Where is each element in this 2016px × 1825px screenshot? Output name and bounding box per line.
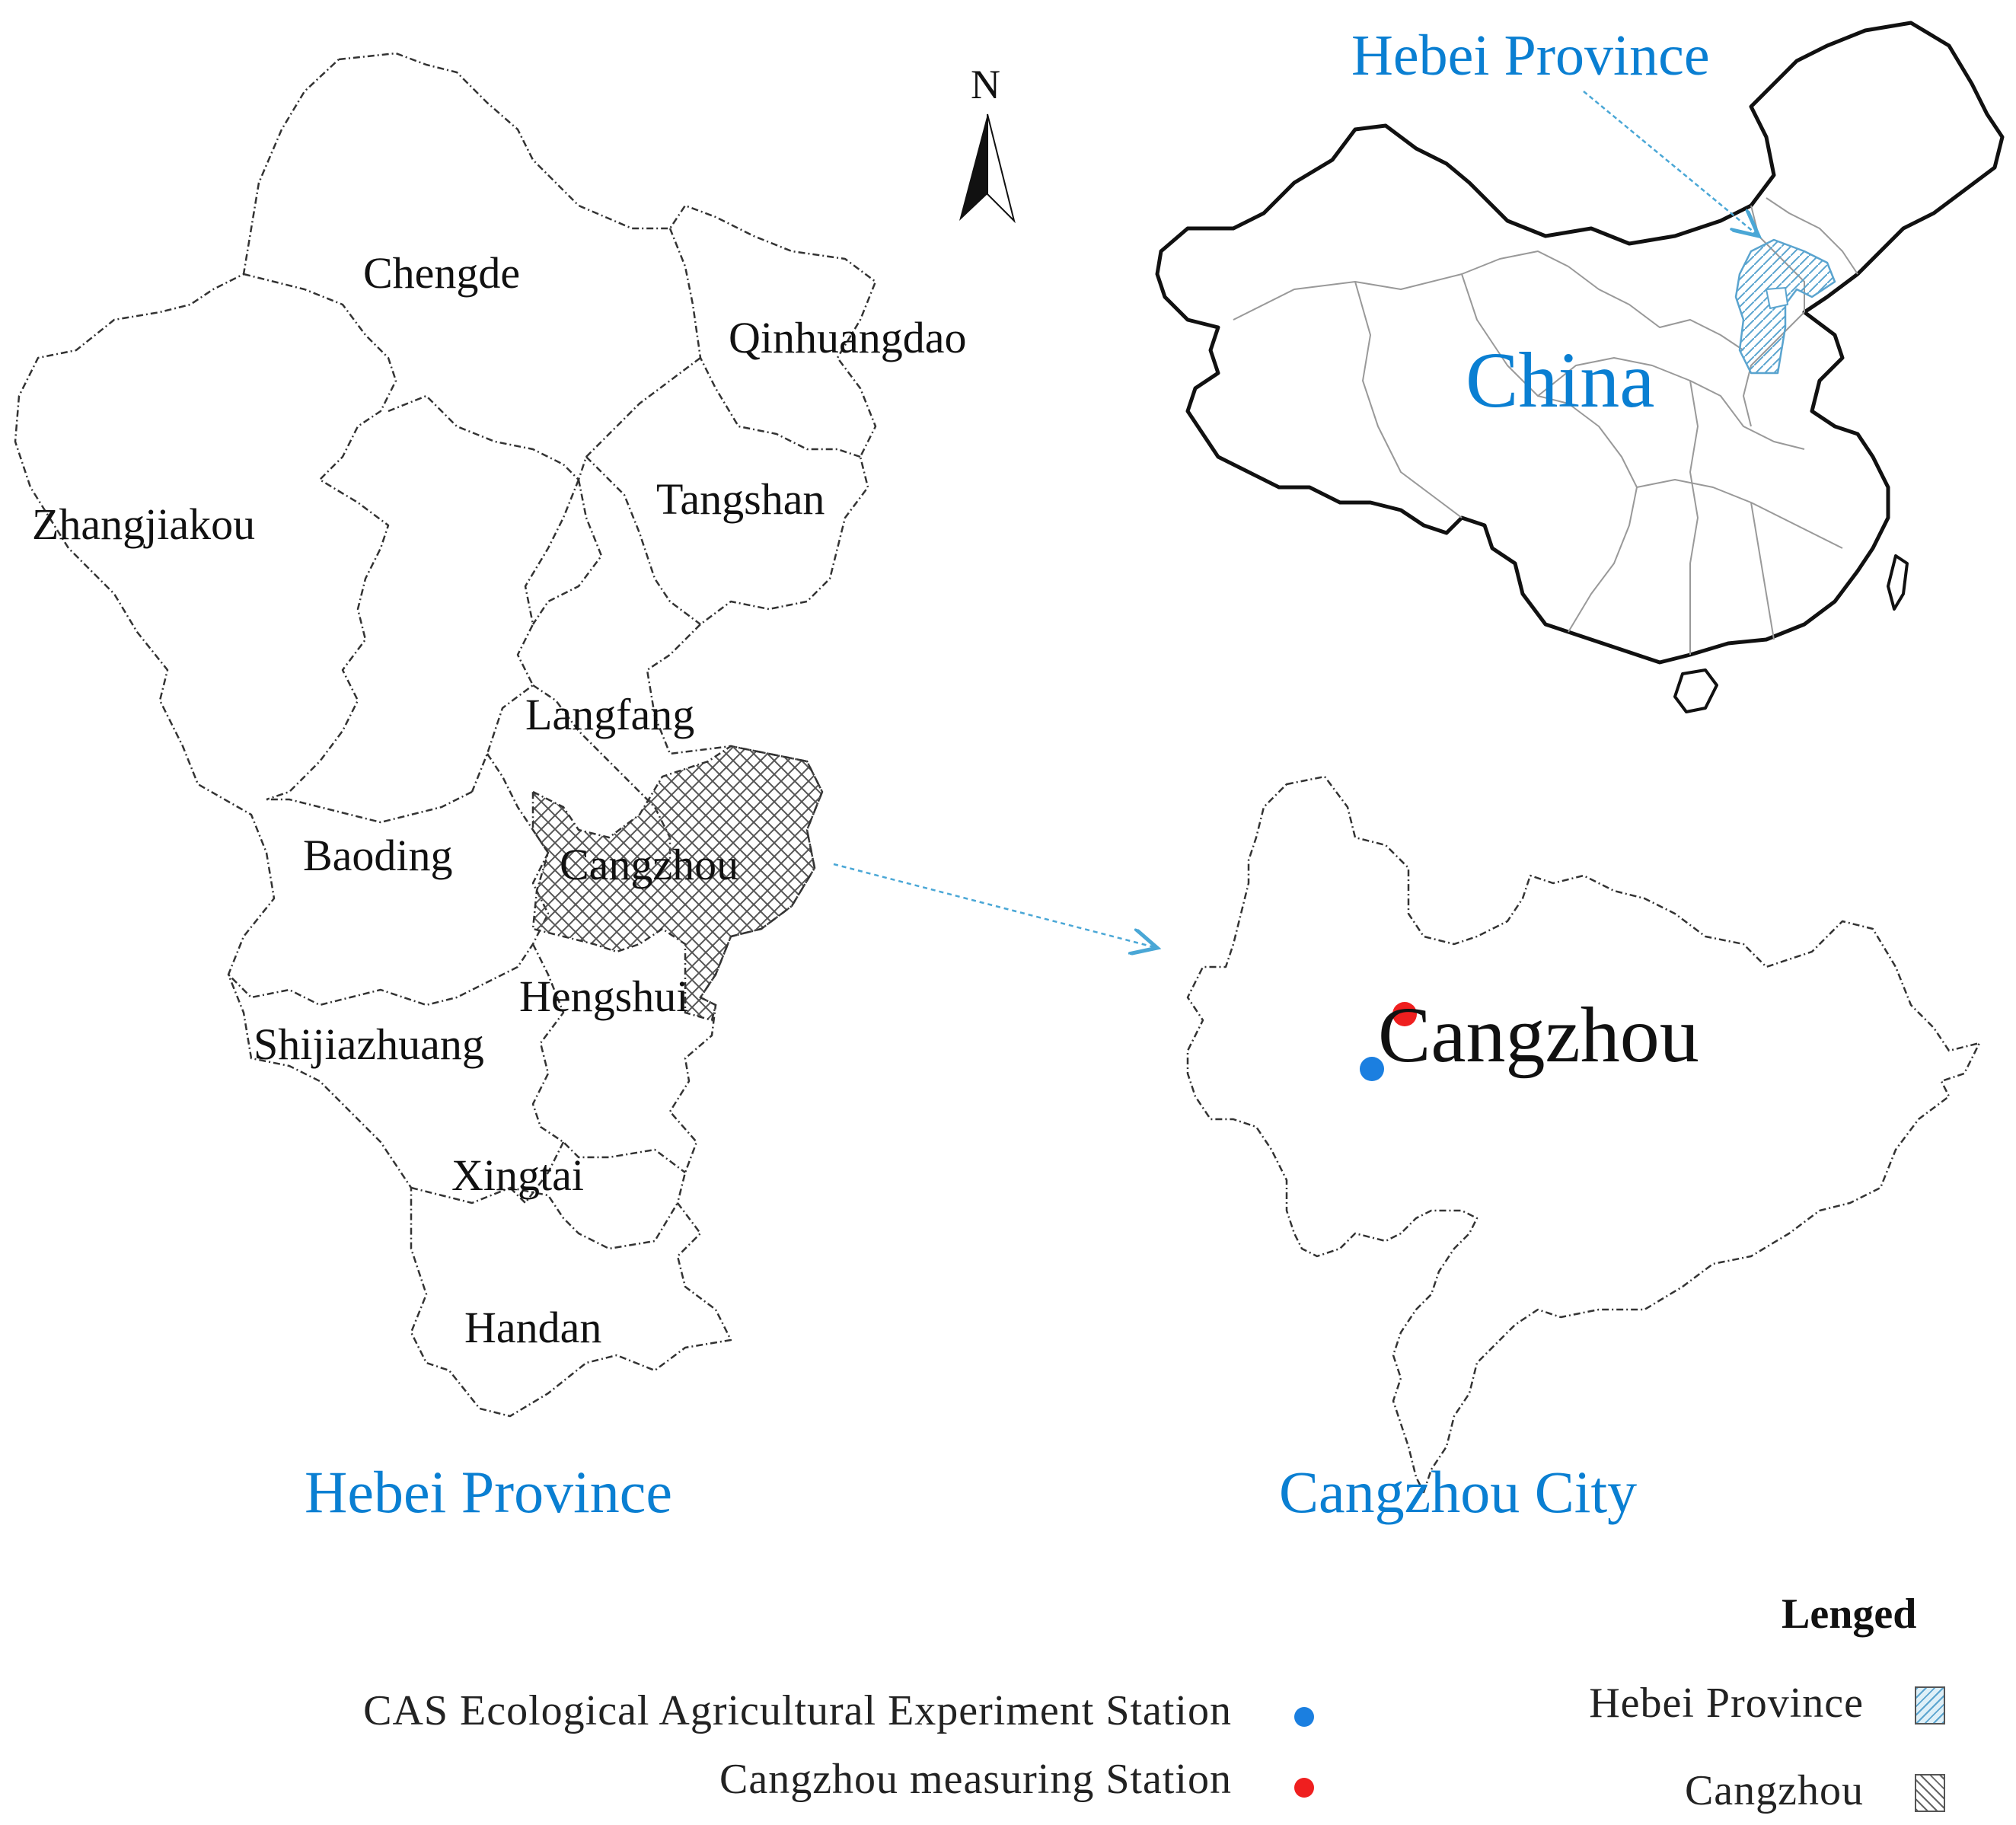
hebei-caption: Hebei Province: [305, 1459, 673, 1525]
city-label-shijiazhuang: Shijiazhuang: [254, 1019, 484, 1069]
legend-area-hebei-label: Hebei Province: [1589, 1680, 1864, 1727]
city-label-langfang: Langfang: [525, 690, 695, 739]
taiwan-island: [1887, 554, 1909, 611]
legend-item-cas-dot: [1294, 1707, 1314, 1727]
china-map: [1155, 21, 2005, 713]
station-marker-cas: [1360, 1056, 1385, 1081]
cangzhou-city-caption: Cangzhou City: [1279, 1459, 1638, 1525]
legend-area-cangzhou-swatch: [1915, 1774, 1945, 1812]
hebei-outline: [14, 52, 877, 1418]
city-label-chengde: Chengde: [363, 248, 521, 298]
city-label-handan: Handan: [464, 1303, 602, 1352]
legend-title: Lenged: [1782, 1590, 1917, 1638]
city-label-tangshan: Tangshan: [656, 474, 825, 524]
hebei-pointer-arrow: [1583, 91, 1759, 236]
city-label-hengshui: Hengshui: [519, 972, 689, 1021]
station-marker-measuring: [1392, 1001, 1417, 1026]
legend-item-measuring-label: Cangzhou measuring Station: [719, 1756, 1232, 1803]
city-label-qinhuangdao: Qinhuangdao: [729, 313, 967, 362]
north-label: N: [971, 62, 1000, 107]
hebei-province-map: [14, 52, 877, 1418]
china-outline: [1155, 21, 2005, 665]
city-label-baoding: Baoding: [303, 831, 453, 880]
legend-item-cas-label: CAS Ecological Agricultural Experiment S…: [363, 1687, 1232, 1734]
legend-item-measuring-dot: [1294, 1778, 1314, 1798]
china-hebei-region: [1734, 238, 1836, 375]
city-label-xingtai: Xingtai: [451, 1150, 584, 1200]
north-arrow-icon: [959, 113, 1016, 224]
cangzhou-map-label: Cangzhou: [1378, 991, 1699, 1079]
city-label-cangzhou: Cangzhou: [560, 840, 739, 889]
china-country-label: China: [1466, 337, 1655, 424]
hebei-cangzhou-region: [531, 745, 824, 1022]
legend-area-hebei-swatch: [1915, 1686, 1945, 1724]
legend-area-cangzhou-label: Cangzhou: [1684, 1767, 1864, 1814]
cangzhou-outline: [1186, 775, 1981, 1494]
china-hebei-label: Hebei Province: [1351, 24, 1710, 88]
hainan-island: [1673, 668, 1718, 713]
cangzhou-city-map: [1186, 775, 1981, 1494]
cangzhou-pointer-arrow: [833, 863, 1157, 948]
city-label-zhangjiakou: Zhangjiakou: [32, 499, 256, 549]
